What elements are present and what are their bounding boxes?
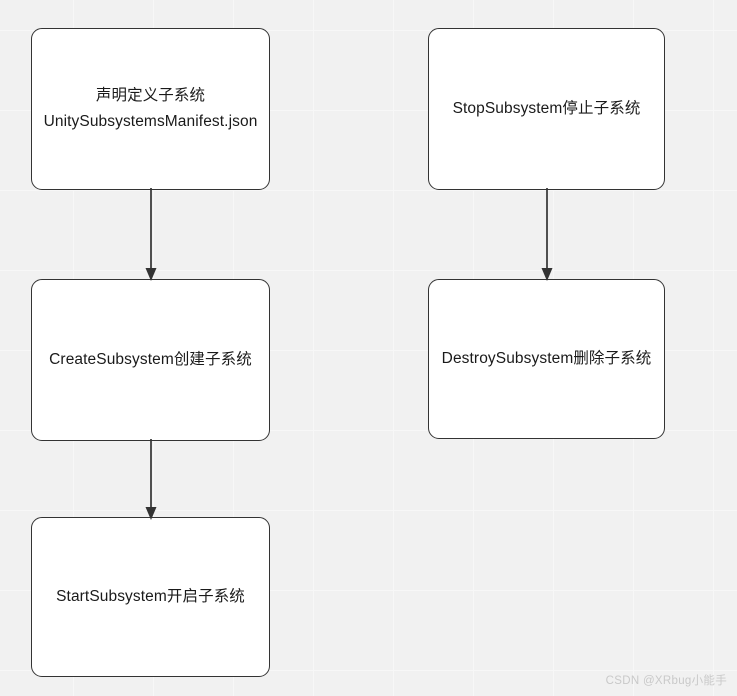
arrowhead-icon: [541, 268, 553, 281]
node-destroy-subsystem[interactable]: DestroySubsystem删除子系统: [428, 279, 665, 439]
edge-stop-to-destroy: [541, 188, 553, 281]
node-label: StartSubsystem开启子系统: [56, 588, 245, 605]
node-label: DestroySubsystem删除子系统: [441, 350, 652, 367]
arrowhead-icon: [145, 507, 157, 520]
edge-create-to-start: [145, 439, 157, 520]
edge-declare-to-create: [145, 188, 157, 281]
node-declare-manifest[interactable]: 声明定义子系统 UnitySubsystemsManifest.json: [31, 28, 270, 190]
node-stop-subsystem[interactable]: StopSubsystem停止子系统: [428, 28, 665, 190]
arrowhead-icon: [145, 268, 157, 281]
node-label: 声明定义子系统 UnitySubsystemsManifest.json: [43, 87, 258, 130]
watermark-text: CSDN @XRbug小能手: [605, 675, 727, 687]
node-create-subsystem[interactable]: CreateSubsystem创建子系统: [31, 279, 270, 441]
node-label: StopSubsystem停止子系统: [452, 100, 641, 117]
node-label: CreateSubsystem创建子系统: [49, 351, 252, 368]
node-start-subsystem[interactable]: StartSubsystem开启子系统: [31, 517, 270, 677]
